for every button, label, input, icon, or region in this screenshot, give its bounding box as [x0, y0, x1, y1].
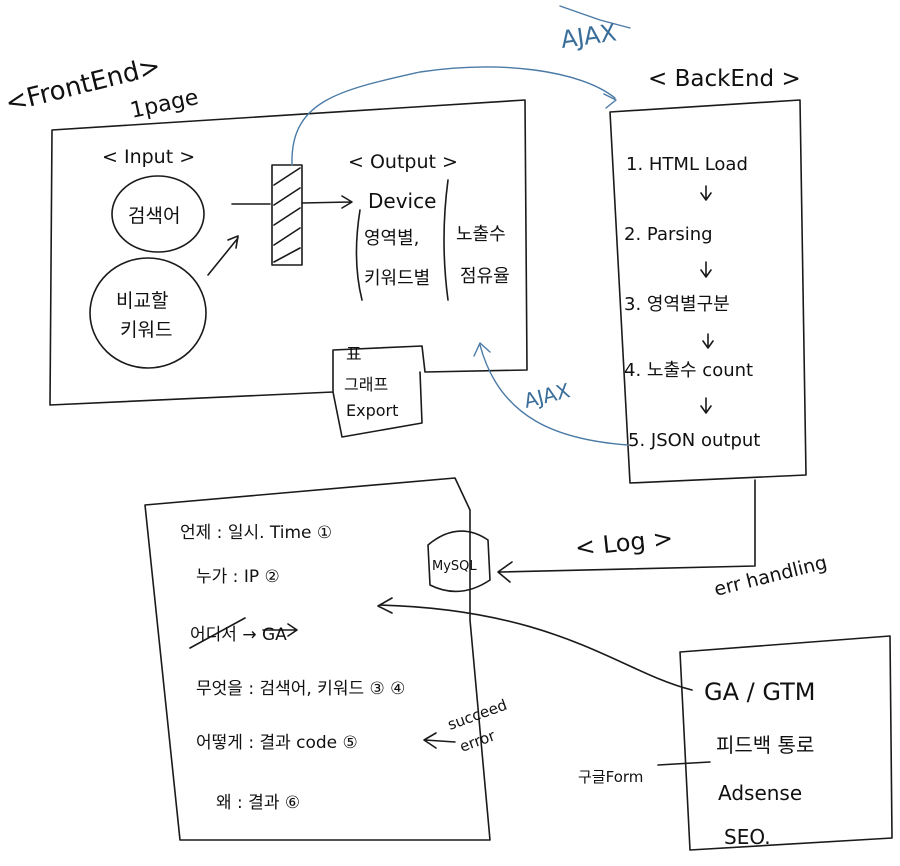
- frontend-subtitle: 1page: [128, 85, 201, 124]
- status-error: error: [457, 726, 498, 756]
- mysql-cylinder: [427, 530, 491, 593]
- output-brace-mid: [443, 179, 449, 301]
- output-export: Export: [346, 401, 398, 420]
- arrow-ga-line: [377, 597, 693, 691]
- log-row-how: 어떻게 : 결과 code ⑤: [196, 733, 358, 753]
- input-compare-1: 비교할: [116, 290, 168, 312]
- ajax-top-tick: [559, 5, 631, 29]
- output-col1-1: 영역별,: [364, 228, 419, 249]
- hatched-block: [271, 164, 303, 266]
- backend-step-3: 3. 영역별구분: [624, 294, 730, 315]
- backend-box: [609, 99, 807, 484]
- backend-step-4: 4. 노출수 count: [624, 360, 753, 381]
- log-row-who: 누가 : IP ②: [196, 567, 280, 587]
- compare-ellipse: [89, 257, 207, 369]
- input-compare-2: 키워드: [120, 319, 172, 341]
- mysql-label: MySQL: [432, 559, 477, 574]
- ajax-top-curve: [291, 66, 617, 166]
- backend-step-1: 1. HTML Load: [626, 154, 748, 175]
- export-box: [332, 371, 423, 438]
- arrow-block-to-output: [301, 195, 353, 209]
- side-adsense: Adsense: [718, 781, 802, 805]
- arrow-compare-to-block: [207, 235, 239, 276]
- output-col1-2: 키워드별: [364, 268, 430, 289]
- output-col2-2: 점유율: [460, 266, 510, 287]
- ajax-top-label: AJAX: [559, 18, 618, 54]
- google-form-label: 구글Form: [578, 768, 643, 786]
- ajax-mid-label: AJAX: [521, 378, 572, 413]
- backend-arrows: [700, 185, 714, 414]
- google-form-line: [657, 761, 711, 766]
- arrow-to-ga: [262, 623, 298, 637]
- side-box: [679, 635, 893, 851]
- log-label: < Log >: [574, 524, 675, 562]
- backend-step-2: 2. Parsing: [624, 224, 713, 245]
- side-feedback: 피드백 통로: [716, 733, 814, 757]
- input-keyword: 검색어: [128, 205, 180, 227]
- input-title: < Input >: [102, 146, 195, 168]
- arrow-status: [423, 732, 456, 749]
- output-graph: 그래프: [344, 375, 388, 394]
- log-box: [144, 477, 491, 841]
- output-table: 표: [346, 345, 362, 365]
- output-brace-left: [355, 209, 363, 301]
- output-device: Device: [368, 189, 436, 213]
- frontend-box: [49, 99, 528, 406]
- log-row-when: 언제 : 일시. Time ①: [180, 523, 332, 543]
- strike-where: [189, 617, 246, 649]
- backend-step-5: 5. JSON output: [628, 430, 760, 451]
- output-title: < Output >: [348, 151, 458, 173]
- side-seo: SEO.: [724, 825, 771, 849]
- keyword-ellipse: [111, 175, 205, 253]
- backend-title: < BackEnd >: [648, 66, 801, 92]
- err-handling: err handling: [712, 552, 829, 601]
- hatching: [273, 167, 301, 263]
- ajax-return-curve: [473, 342, 629, 446]
- side-ga-gtm: GA / GTM: [704, 678, 815, 706]
- arrow-backend-to-mysql: [497, 479, 756, 583]
- log-row-where: 어디서 → GA: [190, 625, 287, 645]
- output-col2-1: 노출수: [456, 224, 506, 245]
- log-row-what: 무엇을 : 검색어, 키워드 ③ ④: [196, 679, 405, 699]
- log-row-why: 왜 : 결과 ⑥: [216, 793, 300, 813]
